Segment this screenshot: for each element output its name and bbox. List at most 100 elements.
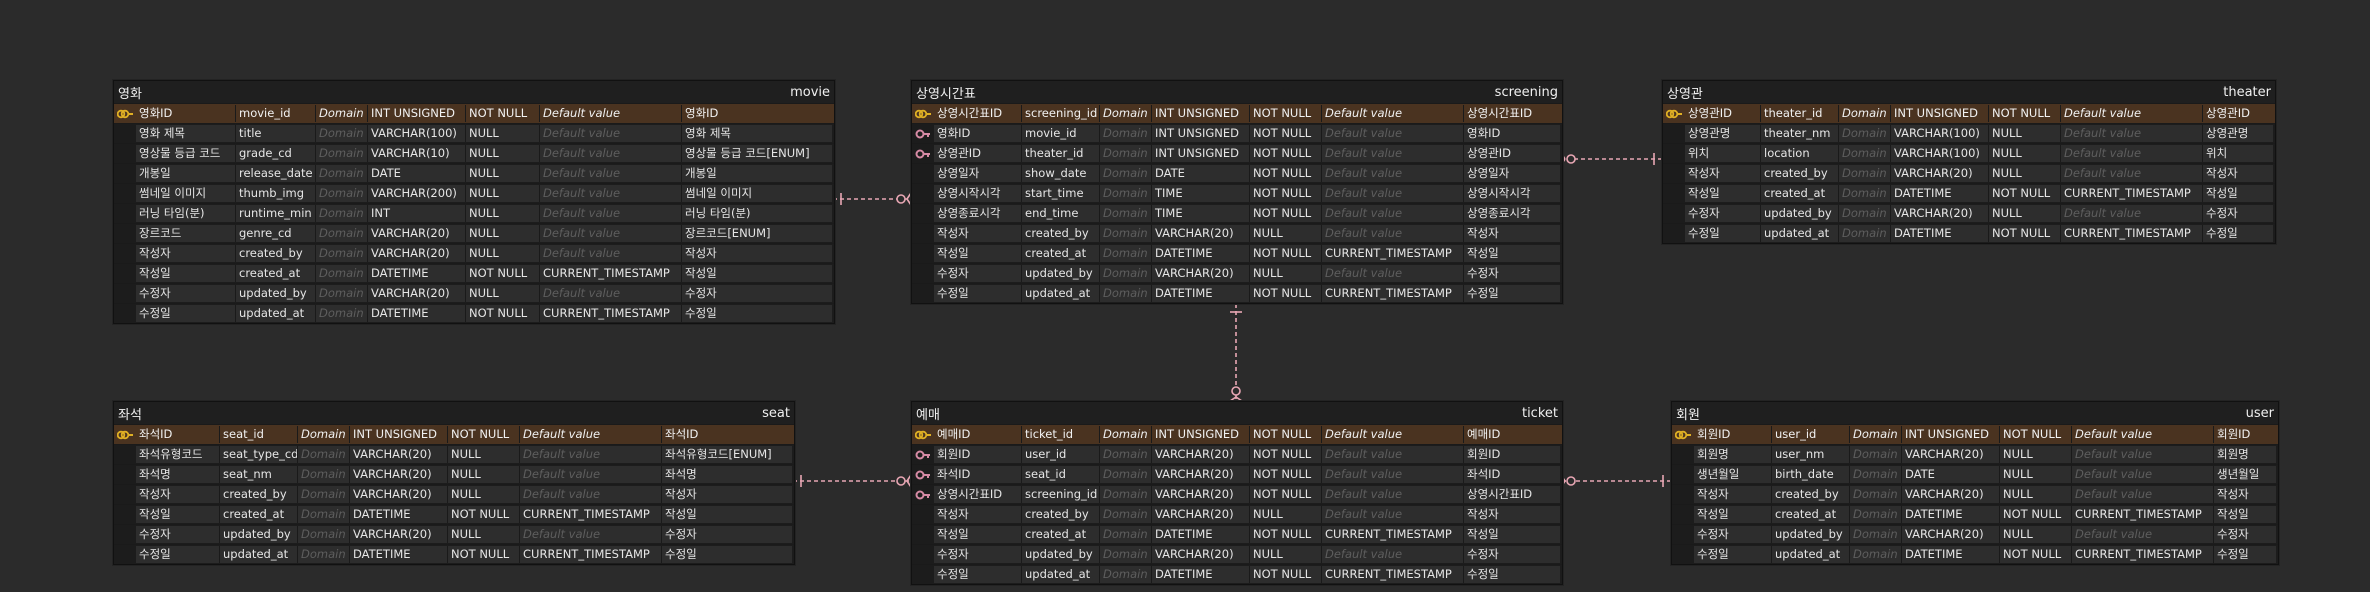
- column-logical-name: 수정자: [136, 526, 220, 543]
- column-domain: Domain: [1100, 285, 1152, 302]
- column-physical-name: created_by: [1761, 165, 1839, 182]
- column-comment: 영상물 등급 코드[ENUM]: [682, 145, 832, 162]
- column-domain: Domain: [1100, 105, 1152, 122]
- column-default: CURRENT_TIMESTAMP: [2061, 225, 2203, 242]
- column-logical-name: 수정일: [934, 566, 1022, 583]
- column-domain: Domain: [316, 285, 368, 302]
- column-domain: Domain: [1850, 466, 1902, 483]
- column-logical-name: 좌석유형코드: [136, 446, 220, 463]
- column-domain: Domain: [316, 305, 368, 322]
- column-comment: 작성자: [1464, 506, 1560, 523]
- column-nullable: NOT NULL: [1989, 185, 2061, 202]
- column-physical-name: created_at: [1761, 185, 1839, 202]
- column-domain: Domain: [1839, 165, 1891, 182]
- relationship-2-optional-circle: [1231, 386, 1241, 396]
- column-domain: Domain: [316, 105, 368, 122]
- column-comment: 좌석유형코드[ENUM]: [662, 446, 792, 463]
- column-default: CURRENT_TIMESTAMP: [2072, 546, 2214, 563]
- column-domain: Domain: [1100, 225, 1152, 242]
- column-physical-name: seat_id: [220, 426, 298, 443]
- column-default: CURRENT_TIMESTAMP: [1322, 526, 1464, 543]
- column-nullable: NOT NULL: [448, 506, 520, 523]
- column-nullable: NOT NULL: [1250, 526, 1322, 543]
- column-comment: 작성자: [2214, 486, 2276, 503]
- column-domain: Domain: [316, 145, 368, 162]
- column-logical-name: 좌석ID: [136, 426, 220, 443]
- column-physical-name: updated_at: [220, 546, 298, 563]
- column-icon-slot: [912, 546, 934, 563]
- column-logical-name: 작성자: [1694, 486, 1772, 503]
- column-physical-name: show_date: [1022, 165, 1100, 182]
- column-logical-name: 수정일: [1694, 546, 1772, 563]
- column-logical-name: 상영관ID: [1685, 105, 1761, 122]
- column-default: Default value: [1322, 205, 1464, 222]
- column-domain: Domain: [1100, 145, 1152, 162]
- column-default: CURRENT_TIMESTAMP: [540, 305, 682, 322]
- primary-key-icon: [915, 430, 931, 439]
- column-physical-name: created_by: [236, 245, 316, 262]
